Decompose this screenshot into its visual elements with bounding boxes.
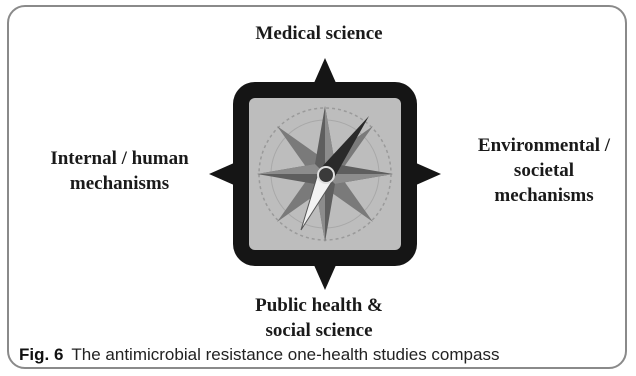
figure-caption: Fig. 6 The antimicrobial resistance one-h… <box>19 343 619 367</box>
label-environmental-societal-mechanisms: Environmental / societal mechanisms <box>477 135 611 206</box>
figure-number: Fig. 6 <box>19 345 64 364</box>
caption-text: The antimicrobial resistance one-health … <box>71 345 500 364</box>
compass-pivot <box>317 166 335 184</box>
label-internal-human-mechanisms: Internal / human mechanisms <box>50 148 189 194</box>
compass-needle-dark <box>319 116 369 180</box>
label-medical-science: Medical science <box>255 23 383 44</box>
label-public-health-social-science: Public health & social science <box>255 295 383 341</box>
compass-icon <box>205 54 445 294</box>
figure-frame: Medical science Internal / human mechani… <box>7 5 627 369</box>
